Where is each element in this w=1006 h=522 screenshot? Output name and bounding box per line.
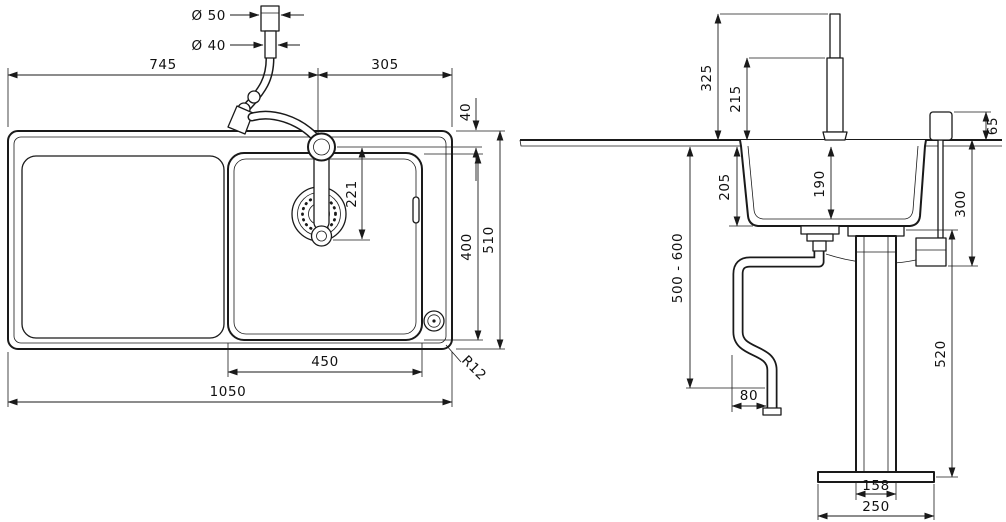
dim-tap-height: 325 xyxy=(699,13,828,141)
sink-profile-underside-left xyxy=(519,139,740,147)
dim-label-total-depth: 510 xyxy=(481,226,497,254)
dimensions-side-view: 325 215 500 - 600 205 190 65 xyxy=(670,13,1001,520)
faucet-body xyxy=(826,57,844,133)
frame-column xyxy=(855,235,897,473)
dim-bowl-depth: 400 xyxy=(424,153,483,341)
dim-label-bowl-inner-depth: 190 xyxy=(812,170,828,198)
dim-label-corner-radius: R12 xyxy=(458,352,489,383)
dim-hose-dia-upper: Ø 50 xyxy=(192,8,304,24)
dim-tap-to-spout: 221 xyxy=(333,147,370,241)
dim-bowl-inner-depth: 190 xyxy=(812,146,835,220)
dim-label-outlet-offset: 80 xyxy=(740,388,758,404)
supply-pipes xyxy=(227,5,319,141)
dim-frame-width: 158 xyxy=(855,478,897,500)
sink-outline xyxy=(7,130,453,350)
dim-label-tap-height: 325 xyxy=(699,64,715,92)
sink-rim xyxy=(13,136,447,344)
dim-width-right: 305 xyxy=(317,57,453,79)
drainboard xyxy=(21,155,225,339)
overflow-slot xyxy=(412,196,420,224)
top-view xyxy=(7,5,453,350)
faucet-upper-body xyxy=(829,13,841,59)
faucet-spout xyxy=(313,149,330,231)
spray-head-inner xyxy=(316,230,327,242)
dim-label-bowl-outer-depth: 205 xyxy=(717,173,733,201)
dim-label-hose-dia-lower: Ø 40 xyxy=(192,38,227,54)
dim-total-width: 1050 xyxy=(7,352,453,407)
dim-control-knob-height: 65 xyxy=(954,111,1001,141)
dim-base-plate-width: 250 xyxy=(817,484,935,520)
knob-inner xyxy=(427,314,441,328)
bowl-section-outer xyxy=(739,139,927,227)
dim-label-tap-offset: 40 xyxy=(458,103,474,121)
drain-tailpipe xyxy=(812,240,827,252)
dim-drain-height-range: 500 - 600 xyxy=(670,146,765,389)
siphon-outer xyxy=(732,248,825,408)
drain-nut xyxy=(806,233,834,242)
dim-label-spout-height: 215 xyxy=(728,85,744,113)
hose2-inner xyxy=(249,112,317,139)
dim-bowl-width: 450 xyxy=(227,343,423,377)
knob-center xyxy=(432,319,436,323)
outlet-flange xyxy=(762,407,782,416)
dim-label-base-plate-width: 250 xyxy=(862,499,890,515)
dim-label-width-left: 745 xyxy=(149,57,177,73)
faucet-top xyxy=(307,132,336,247)
drain-flange xyxy=(800,225,840,235)
control-knob-side xyxy=(929,111,953,141)
control-rod xyxy=(937,139,944,239)
faucet-base-side xyxy=(822,131,848,141)
dim-corner-radius: R12 xyxy=(445,344,490,384)
side-view xyxy=(519,13,1002,483)
spray-head xyxy=(310,225,333,247)
pipe-dia50 xyxy=(260,5,280,32)
dim-label-width-right: 305 xyxy=(371,57,399,73)
dim-control-box-depth: 300 xyxy=(948,139,978,267)
dim-label-drain-height-range: 500 - 600 xyxy=(670,233,686,303)
faucet-side xyxy=(822,13,848,141)
dim-width-left: 745 xyxy=(7,57,453,134)
pipe-dia40 xyxy=(264,30,277,59)
select-control-unit xyxy=(915,111,953,267)
dim-bowl-outer-depth: 205 xyxy=(717,146,753,227)
dim-spout-height: 215 xyxy=(728,57,825,141)
dim-label-control-box-depth: 300 xyxy=(953,190,969,218)
drain-control-knob xyxy=(423,310,445,332)
dim-label-total-width: 1050 xyxy=(210,384,247,400)
dim-total-depth: 510 xyxy=(456,130,505,350)
hose-clamp-upper xyxy=(247,90,261,104)
faucet-base-inner xyxy=(313,138,330,156)
dim-frame-height: 520 xyxy=(906,229,958,478)
frame-bracket xyxy=(847,225,905,237)
dim-label-frame-width: 158 xyxy=(862,478,890,494)
faucet-base xyxy=(307,132,336,162)
dim-outlet-offset: 80 xyxy=(731,355,767,412)
strainer-holes xyxy=(301,196,337,232)
control-box xyxy=(915,237,947,267)
dim-hose-dia-lower: Ø 40 xyxy=(192,38,300,54)
siphon-inner xyxy=(734,248,823,408)
dim-label-bowl-depth: 400 xyxy=(459,233,475,261)
base-plate xyxy=(817,471,935,483)
dim-label-bowl-width: 450 xyxy=(311,354,339,370)
dim-label-tap-to-spout: 221 xyxy=(344,180,360,208)
dim-label-frame-height: 520 xyxy=(933,340,949,368)
dim-label-hose-dia-upper: Ø 50 xyxy=(192,8,227,24)
dim-label-control-knob-height: 65 xyxy=(985,117,1001,135)
